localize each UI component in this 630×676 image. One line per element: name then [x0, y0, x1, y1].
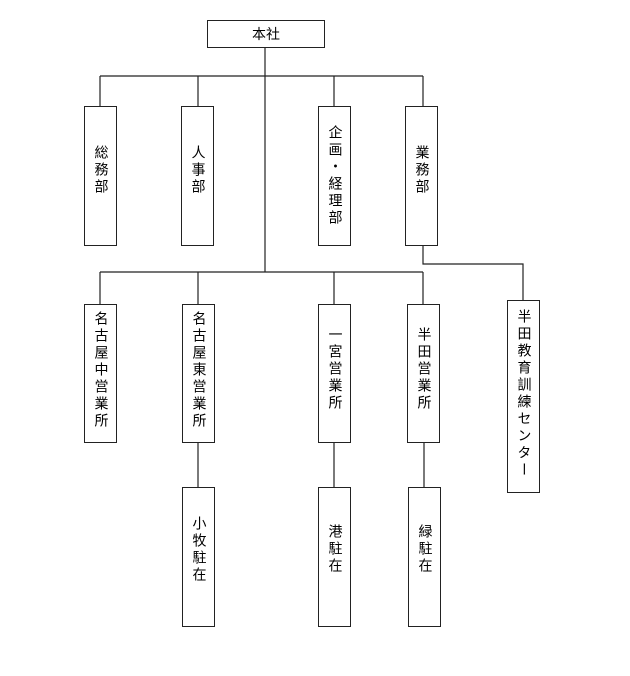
- node-label: 一宮営業所: [326, 327, 343, 412]
- node-minato-post: 港駐在: [318, 487, 351, 627]
- node-label: 総務部: [92, 145, 109, 196]
- node-komaki-post: 小牧駐在: [182, 487, 215, 627]
- node-label: 緑駐在: [416, 524, 433, 575]
- node-handa-training-center: 半田教育訓練センター: [507, 300, 540, 493]
- node-label: 企画・経理部: [326, 125, 343, 227]
- node-nagoya-naka-office: 名古屋中営業所: [84, 304, 117, 443]
- node-ichinomiya-office: 一宮営業所: [318, 304, 351, 443]
- node-label: 業務部: [413, 145, 430, 196]
- node-general-affairs: 総務部: [84, 106, 117, 246]
- node-operations: 業務部: [405, 106, 438, 246]
- node-label: 半田教育訓練センター: [515, 309, 532, 479]
- node-label: 本社: [252, 27, 280, 43]
- node-label: 小牧駐在: [190, 516, 207, 584]
- node-head-office: 本社: [207, 20, 325, 48]
- node-label: 半田営業所: [415, 327, 432, 412]
- node-label: 名古屋東営業所: [190, 311, 207, 430]
- node-handa-office: 半田営業所: [407, 304, 440, 443]
- node-planning-accounting: 企画・経理部: [318, 106, 351, 246]
- node-human-resources: 人事部: [181, 106, 214, 246]
- node-label: 港駐在: [326, 524, 343, 575]
- node-label: 人事部: [189, 145, 206, 196]
- node-nagoya-higashi-office: 名古屋東営業所: [182, 304, 215, 443]
- node-label: 名古屋中営業所: [92, 311, 109, 430]
- node-midori-post: 緑駐在: [408, 487, 441, 627]
